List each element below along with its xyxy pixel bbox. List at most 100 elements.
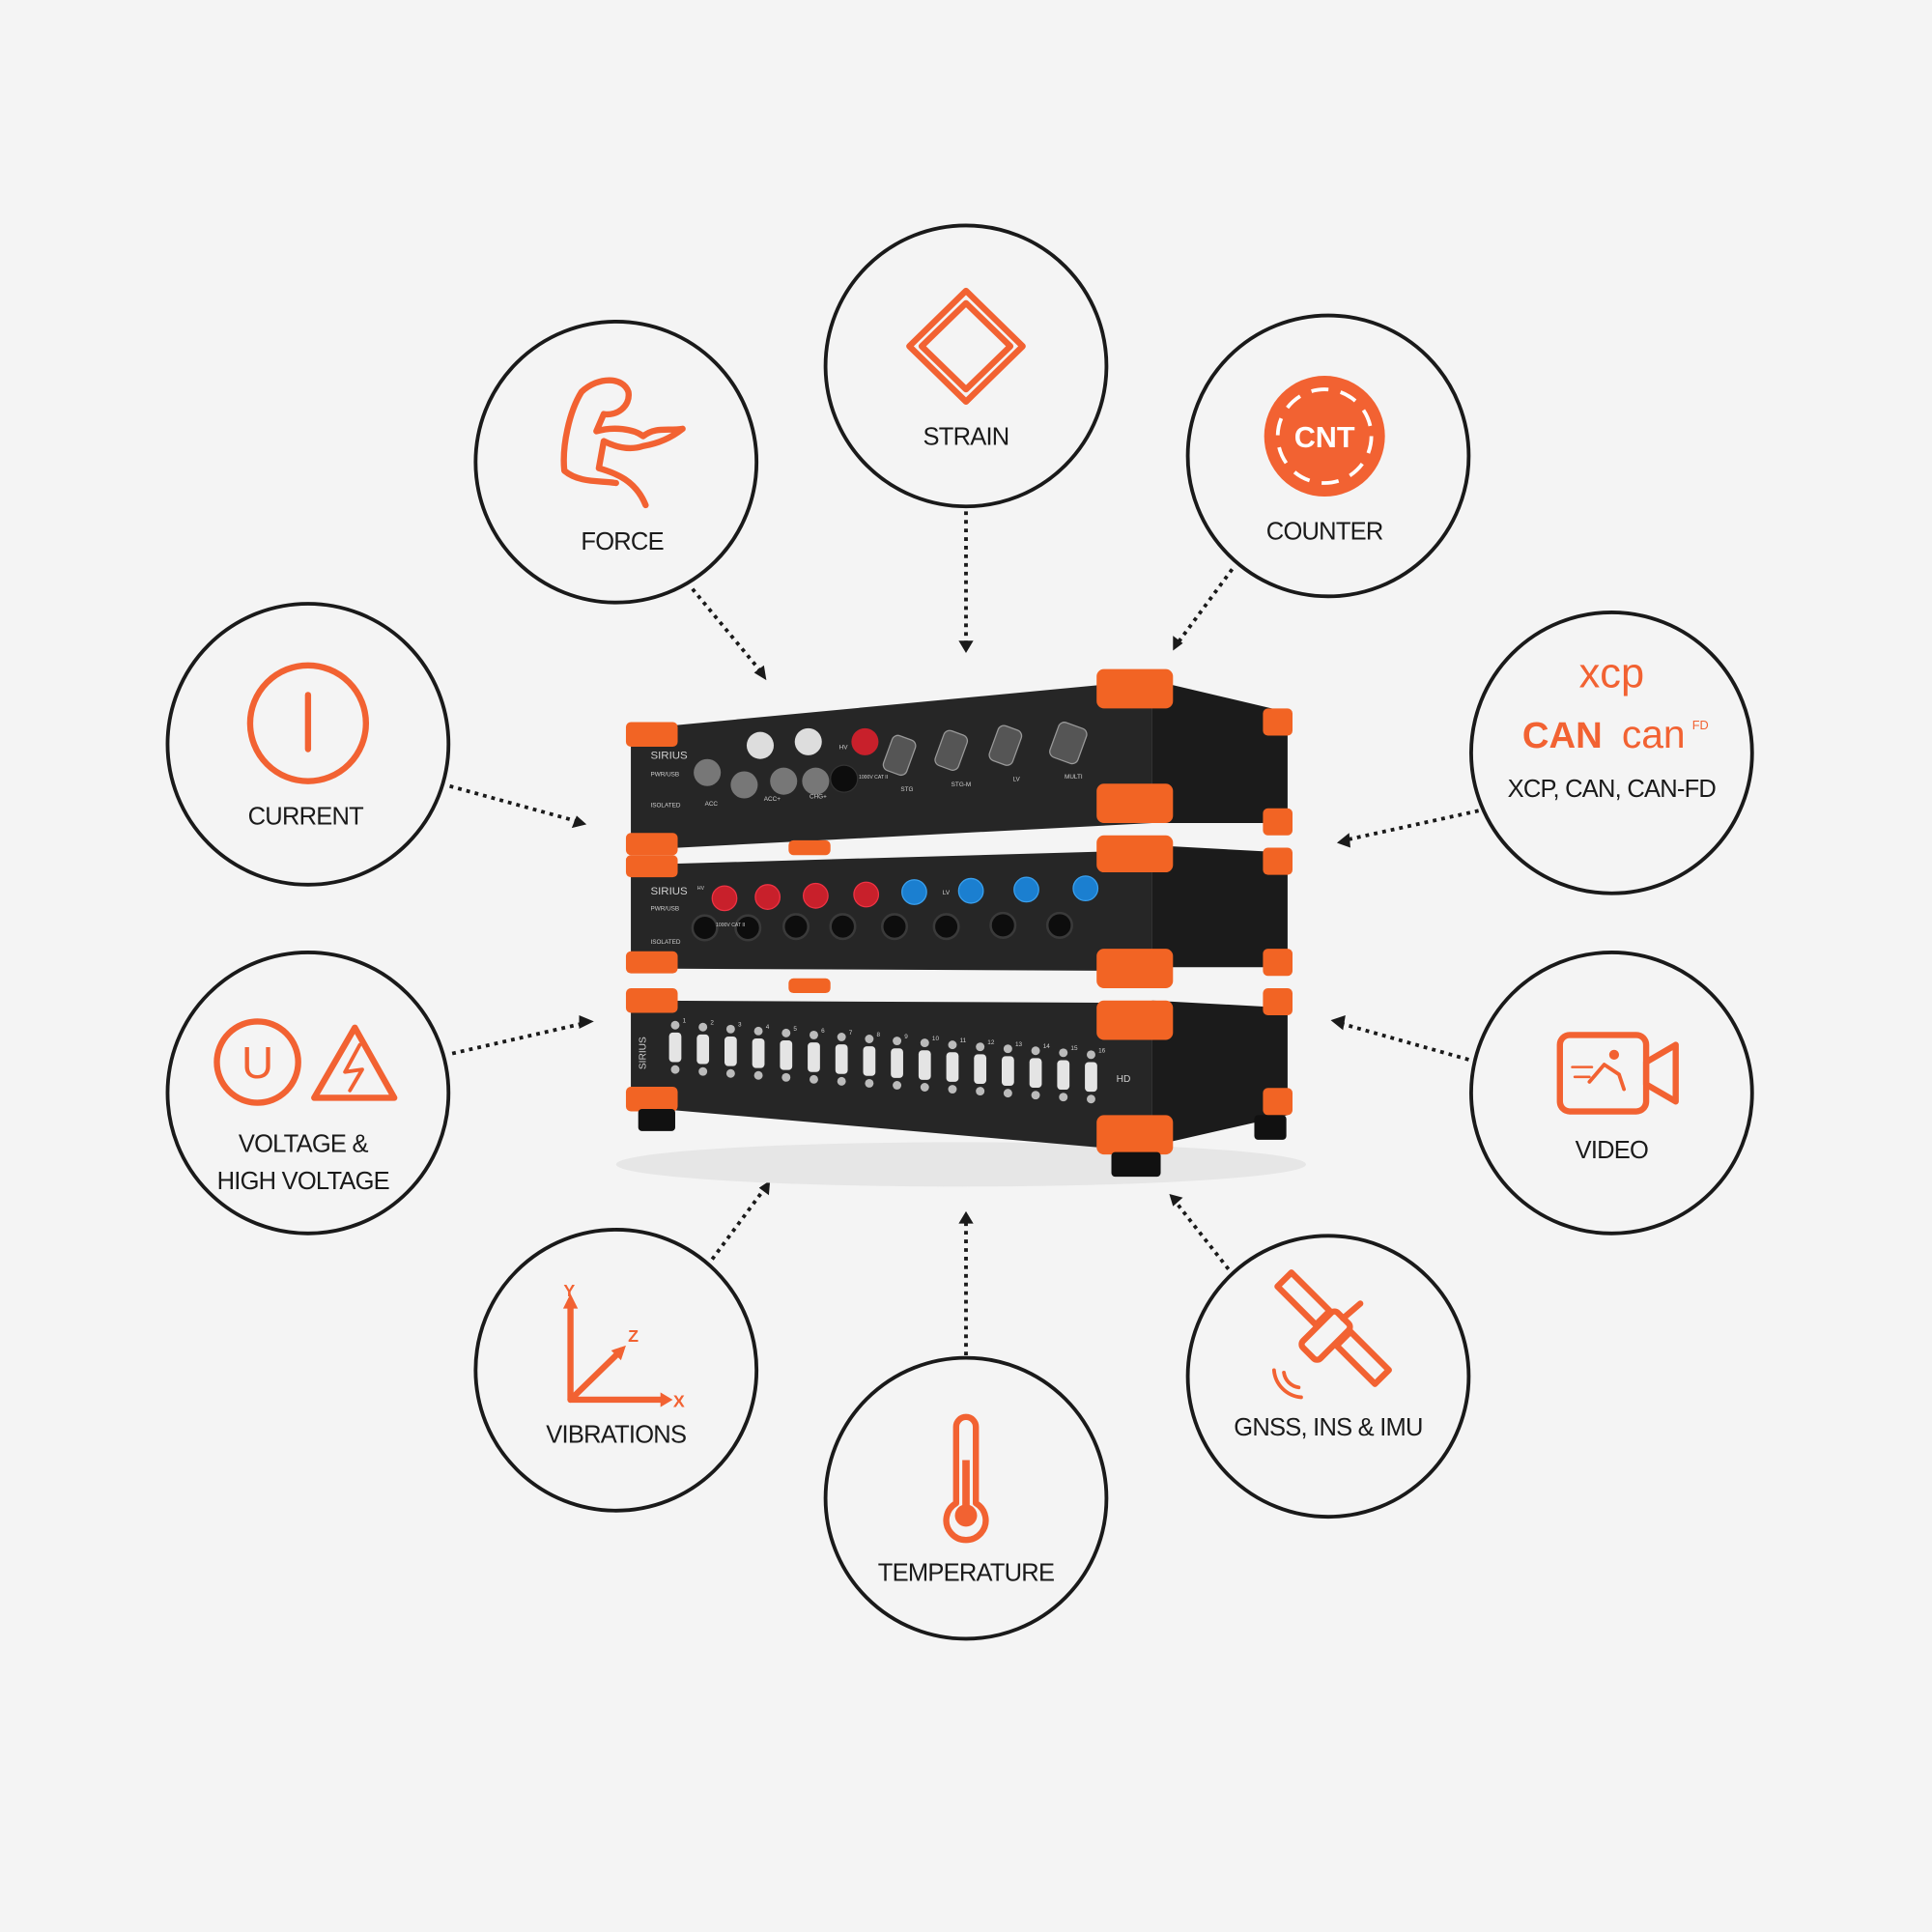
label-hv-mid: HV (697, 886, 705, 892)
arrow-voltage (451, 1020, 587, 1056)
xcp-logo: xcp (1579, 651, 1644, 697)
feature-label: GNSS, INS & IMU (1234, 1414, 1422, 1441)
feature-label: VIDEO (1576, 1137, 1649, 1164)
current-icon (246, 662, 370, 784)
can-fd-logo: can (1622, 712, 1686, 756)
hd-channel-number: 9 (904, 1034, 908, 1040)
feature-current: CURRENT (165, 602, 451, 887)
hd-screw (753, 1026, 763, 1036)
hd-port-10 (918, 1050, 931, 1080)
hd-screw (810, 1030, 818, 1039)
device-isolated-top: ISOLATED (650, 802, 680, 809)
label-lv-mid: LV (943, 890, 951, 896)
hd-screw (1031, 1091, 1040, 1100)
hd-port-5 (780, 1040, 793, 1070)
hd-screw (837, 1076, 846, 1086)
voltage-icon (213, 1018, 398, 1106)
label-acc-plus: ACC+ (764, 796, 781, 803)
hd-screw (1059, 1093, 1068, 1102)
label-hv: HV (839, 745, 849, 752)
axis-x-label: X (673, 1392, 685, 1411)
hd-screw (893, 1081, 902, 1090)
label-multi: MULTI (1065, 774, 1083, 781)
feature-label-line2: HIGH VOLTAGE (217, 1168, 389, 1195)
feature-label: CURRENT (248, 803, 363, 830)
strain-gauge-icon (906, 287, 1026, 406)
label-lv: LV (1012, 777, 1020, 783)
label-stg: STG (900, 786, 913, 793)
hd-screw (1087, 1050, 1095, 1060)
feature-label: FORCE (581, 528, 663, 555)
device-brand-mid: SIRIUS (650, 886, 688, 897)
hd-channel-number: 16 (1098, 1047, 1106, 1054)
arrow-bus (1344, 809, 1480, 842)
connector-arrows (449, 511, 1480, 1356)
hd-channel-number: 12 (987, 1039, 995, 1046)
hd-port-14 (1029, 1058, 1042, 1089)
device-isolated-mid: ISOLATED (650, 939, 680, 946)
hd-port-9 (891, 1048, 903, 1078)
hd-screw (865, 1035, 874, 1043)
hd-port-6 (808, 1042, 820, 1072)
bus-logos-icon: xcp CAN can FD (1522, 651, 1709, 757)
hd-port-8 (863, 1046, 876, 1076)
hd-port-7 (835, 1044, 848, 1074)
feature-gnss: GNSS, INS & IMU (1185, 1234, 1471, 1520)
can-logo: CAN (1522, 715, 1603, 756)
axis-y-label: Y (563, 1281, 575, 1300)
hd-screw (948, 1085, 957, 1094)
feature-counter: CNT COUNTER (1185, 313, 1471, 599)
axis-z-label: Z (628, 1326, 639, 1346)
arrow-force (691, 587, 766, 677)
feature-label: XCP, CAN, CAN-FD (1508, 776, 1717, 803)
hd-screw (698, 1022, 708, 1032)
arrow-vibrations (710, 1186, 767, 1261)
satellite-icon (1271, 1269, 1392, 1400)
feature-vibrations: Y Z X VIBRATIONS (473, 1228, 759, 1513)
hd-screw (725, 1068, 735, 1078)
device-brand-top: SIRIUS (650, 751, 688, 762)
label-cat-top: 1000V CAT II (859, 775, 888, 781)
arrow-counter (1175, 568, 1235, 646)
label-hd: HD (1117, 1074, 1131, 1085)
hd-channel-number: 6 (821, 1028, 825, 1035)
hd-screw (753, 1070, 763, 1080)
hd-screw (781, 1028, 791, 1037)
hd-screw (725, 1024, 735, 1034)
hd-screw (781, 1072, 791, 1082)
hd-port-2 (696, 1034, 710, 1065)
hd-channel-number: 5 (793, 1026, 797, 1033)
arrow-gnss (1173, 1199, 1231, 1270)
hd-screw (976, 1042, 985, 1052)
feature-label: VIBRATIONS (546, 1422, 686, 1449)
hd-channel-number: 10 (932, 1036, 940, 1042)
hd-screw (1003, 1044, 1012, 1054)
hd-channel-number: 1 (683, 1018, 687, 1025)
hd-channel-number: 14 (1043, 1043, 1051, 1050)
counter-badge-icon (1264, 376, 1385, 497)
hd-screw (865, 1078, 874, 1088)
xyz-axes-icon (567, 1297, 668, 1404)
hd-screw (1059, 1048, 1068, 1058)
feature-strain: STRAIN (823, 223, 1109, 509)
hd-channel-number: 7 (849, 1030, 853, 1037)
flexed-arm-icon (560, 377, 686, 509)
hd-screw (920, 1038, 929, 1048)
label-acc: ACC (705, 801, 719, 808)
hd-channel-number: 13 (1015, 1041, 1023, 1048)
hd-screw (893, 1037, 902, 1046)
hd-screw (1087, 1094, 1095, 1104)
arrow-video (1337, 1020, 1469, 1062)
hd-channel-number: 3 (738, 1022, 742, 1029)
hd-screw (948, 1040, 957, 1050)
hd-screw (976, 1087, 985, 1096)
hd-screw (698, 1066, 708, 1076)
hd-screw (1003, 1089, 1012, 1098)
voltage-symbol: U (242, 1037, 273, 1088)
hd-channel-number: 11 (960, 1037, 967, 1044)
feature-video: VIDEO (1469, 951, 1754, 1236)
feature-label: STRAIN (923, 423, 1009, 450)
hd-port-15 (1057, 1060, 1070, 1091)
